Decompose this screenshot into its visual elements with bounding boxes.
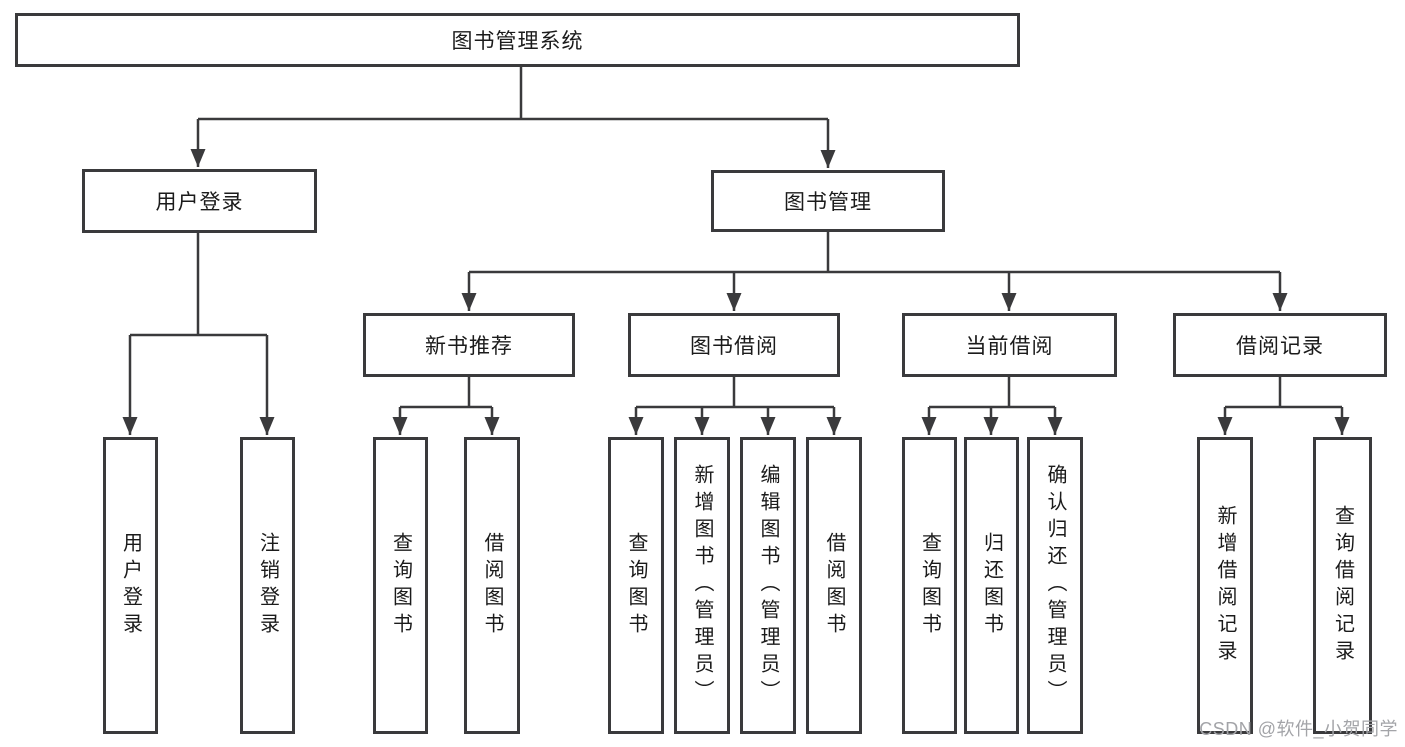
leaf-query-books-3: 查询图书 — [902, 437, 957, 734]
leaf-borrow-books-2: 借阅图书 — [806, 437, 862, 734]
leaf-query-books-1: 查询图书 — [373, 437, 428, 734]
leaf-return-books: 归还图书 — [964, 437, 1019, 734]
node-book-borrowing-label: 图书借阅 — [690, 335, 778, 358]
node-borrowing-records: 借阅记录 — [1173, 313, 1387, 377]
csdn-watermark: CSDN @软件_小贺同学 — [1199, 719, 1398, 739]
leaf-query-books-1-label: 查询图书 — [389, 531, 412, 640]
leaf-query-books-2-label: 查询图书 — [625, 531, 647, 640]
node-borrowing-records-label: 借阅记录 — [1236, 335, 1324, 358]
node-current-borrowing-label: 当前借阅 — [965, 335, 1054, 358]
node-root-system: 图书管理系统 — [15, 13, 1020, 67]
leaf-query-borrow-record-label: 查询借阅记录 — [1331, 504, 1354, 667]
node-new-book-recommend-label: 新书推荐 — [425, 335, 513, 358]
leaf-confirm-return-admin-label: 确认归还（管理员） — [1044, 464, 1066, 707]
leaf-logout-label: 注销登录 — [256, 531, 279, 640]
node-user-login: 用户登录 — [82, 169, 317, 233]
leaf-query-books-2: 查询图书 — [608, 437, 664, 734]
node-current-borrowing: 当前借阅 — [902, 313, 1117, 377]
leaf-add-borrow-record-label: 新增借阅记录 — [1214, 504, 1236, 667]
connector-arrows — [122, 119, 1350, 435]
leaf-edit-books-admin: 编辑图书（管理员） — [740, 437, 796, 734]
node-root-system-label: 图书管理系统 — [451, 30, 584, 53]
leaf-return-books-label: 归还图书 — [980, 531, 1003, 640]
leaf-logout: 注销登录 — [240, 437, 295, 734]
leaf-query-borrow-record: 查询借阅记录 — [1313, 437, 1372, 734]
leaf-add-borrow-record: 新增借阅记录 — [1197, 437, 1253, 734]
leaf-borrow-books-1: 借阅图书 — [464, 437, 520, 734]
leaf-borrow-books-1-label: 借阅图书 — [481, 531, 503, 640]
node-user-login-label: 用户登录 — [155, 191, 244, 214]
leaf-user-login: 用户登录 — [103, 437, 158, 734]
leaf-add-books-admin: 新增图书（管理员） — [674, 437, 730, 734]
node-book-management-label: 图书管理 — [784, 191, 872, 214]
node-book-management: 图书管理 — [711, 170, 945, 232]
node-book-borrowing: 图书借阅 — [628, 313, 840, 377]
leaf-edit-books-admin-label: 编辑图书（管理员） — [757, 464, 779, 707]
leaf-confirm-return-admin: 确认归还（管理员） — [1027, 437, 1083, 734]
leaf-user-login-label: 用户登录 — [119, 531, 142, 640]
leaf-query-books-3-label: 查询图书 — [918, 531, 941, 640]
leaf-add-books-admin-label: 新增图书（管理员） — [691, 464, 713, 707]
leaf-borrow-books-2-label: 借阅图书 — [823, 531, 845, 640]
node-new-book-recommend: 新书推荐 — [363, 313, 575, 377]
